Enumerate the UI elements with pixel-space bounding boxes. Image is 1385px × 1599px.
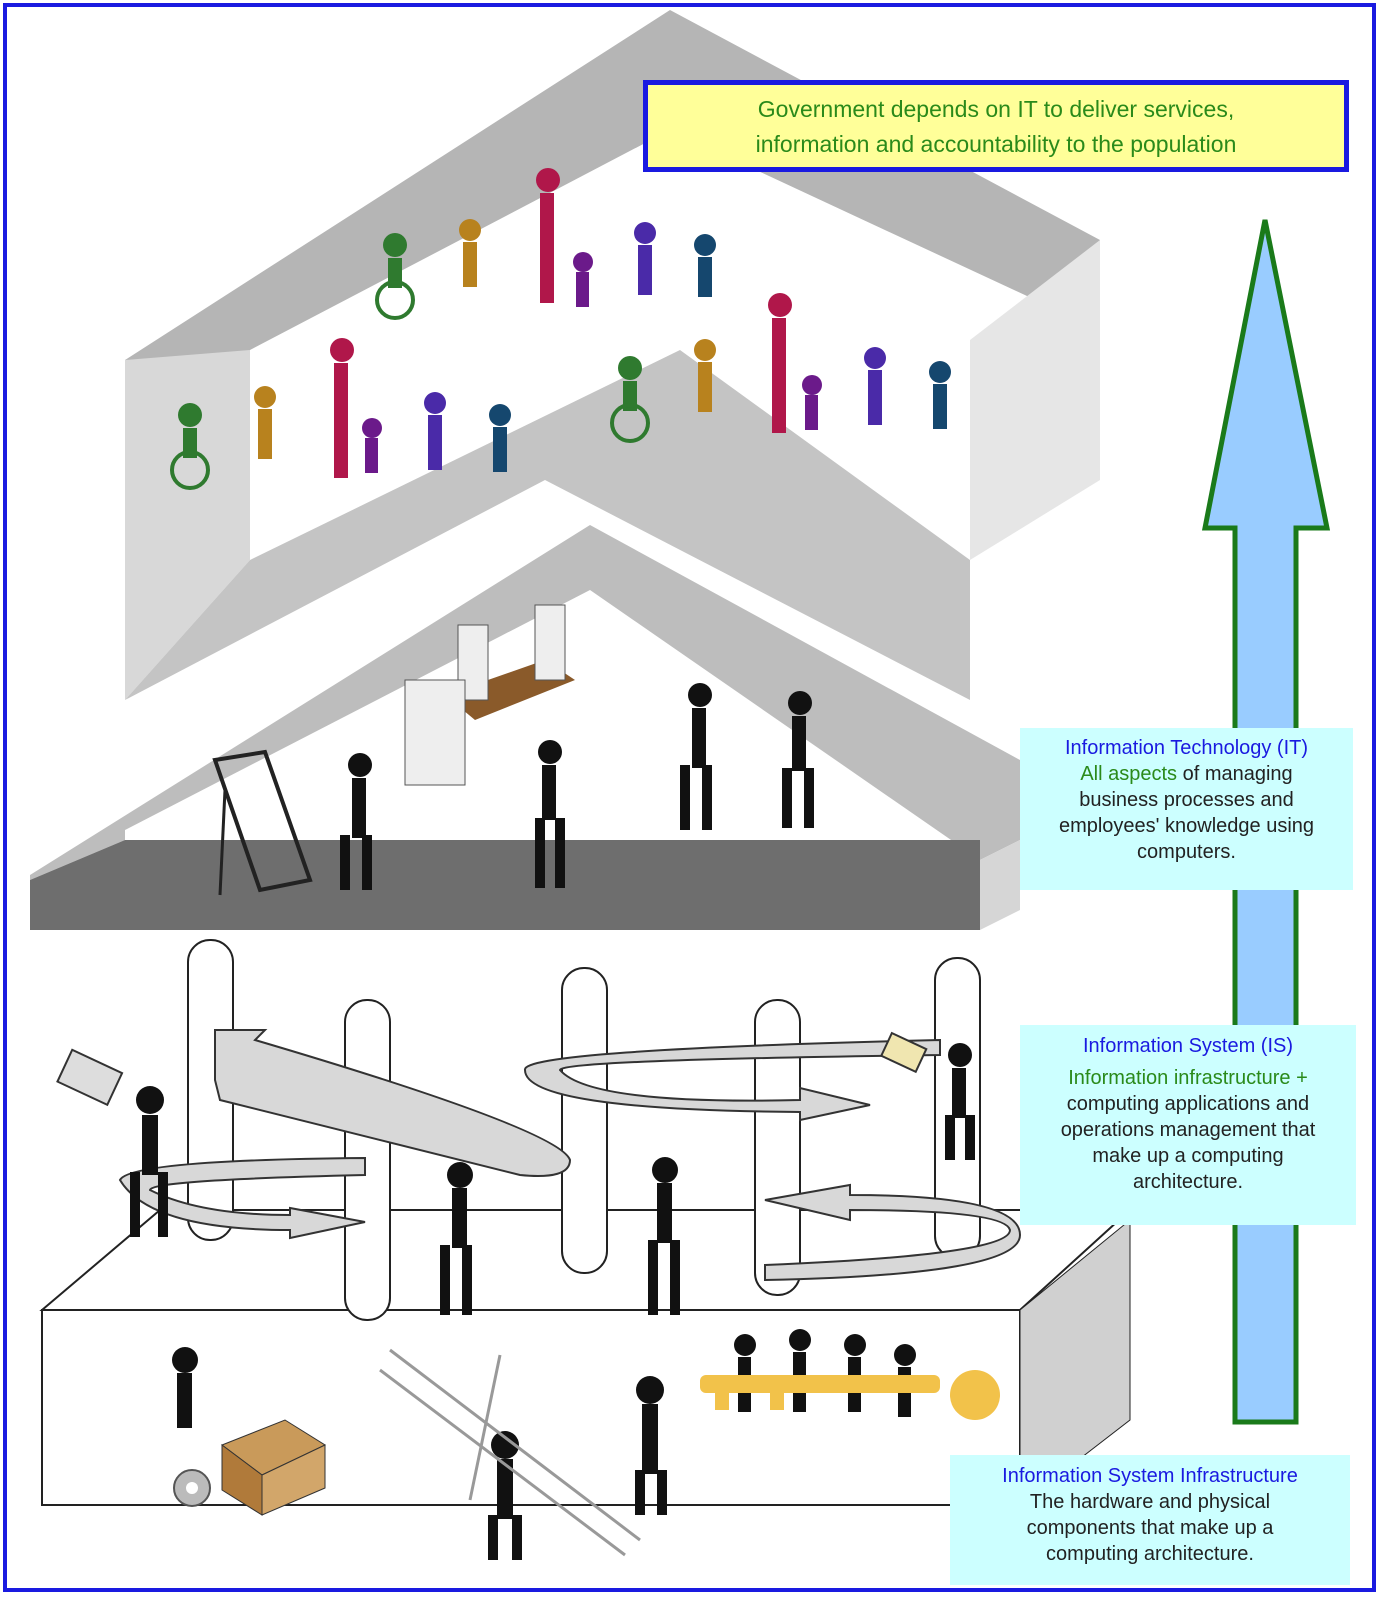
banner-line-2: information and accountability to the po…: [755, 131, 1237, 157]
people-chain-right: [610, 293, 951, 443]
banner-line-1: Government depends on IT to deliver serv…: [757, 96, 1235, 122]
floor-wall-right: [980, 840, 1020, 930]
stick-figures-is: [130, 1043, 975, 1315]
isi-card-line-3: computing architecture.: [1046, 1543, 1254, 1565]
stick-figures-isi: [172, 1329, 916, 1560]
platform-side: [1019, 1218, 1131, 1507]
flow-arrows: [118, 1029, 1022, 1282]
it-card-title: Information Technology (IT): [1064, 737, 1309, 759]
people-chain-top: [375, 168, 716, 320]
mirror: [212, 749, 313, 896]
roof-lower: [30, 525, 1020, 880]
it-card-line-4: computers.: [1137, 841, 1236, 863]
stick-figures-office: [340, 683, 814, 890]
diagram-border: [3, 3, 1376, 1592]
desk-with-papers: [404, 604, 575, 786]
keyboard: [56, 1048, 124, 1107]
gear-icon: [173, 1469, 211, 1507]
roof-upper-wall-left: [125, 350, 250, 700]
is-card-title: Information System (IS): [1082, 1035, 1294, 1057]
is-card-line-3: make up a computing: [1092, 1145, 1284, 1167]
is-card: Information System (IS) Information infr…: [1020, 1025, 1356, 1225]
roof-upper-wall-right: [970, 240, 1100, 560]
isi-card-title: Information System Infrastructure: [1002, 1465, 1298, 1487]
is-card-line-4: architecture.: [1132, 1171, 1244, 1193]
floor: [30, 840, 980, 930]
people-chain-left: [170, 338, 511, 490]
it-card-highlight: All aspects: [1080, 763, 1178, 785]
roof-upper: [125, 10, 1100, 360]
banner-box: Government depends on IT to deliver serv…: [643, 80, 1349, 172]
it-card-line-1-rest: of managing: [1177, 763, 1293, 785]
roof-middle: [125, 350, 970, 700]
envelope: [879, 1031, 928, 1074]
is-card-line-1: computing applications and: [1066, 1093, 1310, 1115]
keys: [700, 1370, 1000, 1420]
it-card-line-2: business processes and: [1079, 789, 1294, 811]
cardboard-box: [220, 1419, 327, 1516]
isi-card-line-2: components that make up a: [1026, 1517, 1274, 1539]
isi-card-line-1: The hardware and physical: [1029, 1491, 1271, 1513]
railway-track: [379, 1348, 641, 1557]
it-card-line-3: employees' knowledge using: [1058, 815, 1315, 837]
isi-card: Information System Infrastructure The ha…: [950, 1455, 1350, 1585]
it-card: Information Technology (IT) All aspects …: [1020, 728, 1353, 890]
is-card-highlight: Information infrastructure +: [1068, 1067, 1308, 1089]
is-card-line-2: operations management that: [1060, 1119, 1316, 1141]
